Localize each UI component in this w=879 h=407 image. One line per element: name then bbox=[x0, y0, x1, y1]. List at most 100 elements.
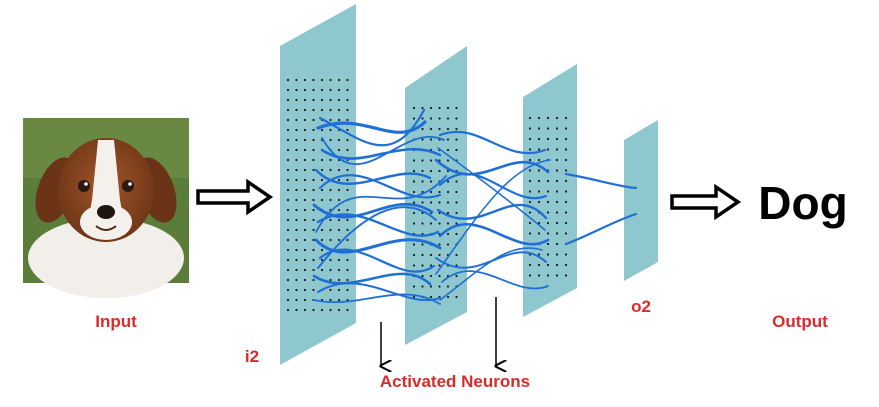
layer-hidden-1-neuron-dot bbox=[455, 127, 458, 131]
layer-i2-neuron-dot bbox=[295, 168, 298, 172]
layer-hidden-1-neuron-dot bbox=[446, 138, 450, 141]
layer-hidden-1-neuron-dot bbox=[438, 169, 441, 173]
layer-i2-neuron-dot bbox=[329, 188, 332, 192]
layer-i2-neuron-dot bbox=[329, 218, 332, 222]
layer-i2-neuron-dot bbox=[320, 248, 324, 252]
layer-i2-neuron-dot bbox=[337, 118, 341, 122]
layer-hidden-2-neuron-dot bbox=[528, 158, 532, 162]
layer-hidden-1-neuron-dot bbox=[455, 253, 458, 257]
layer-i2-neuron-dot bbox=[329, 168, 332, 172]
layer-i2-neuron-dot bbox=[295, 298, 298, 302]
layer-i2-neuron-dot bbox=[295, 288, 298, 292]
layer-hidden-2-neuron-dot bbox=[564, 211, 568, 214]
layer-hidden-2-neuron-dot bbox=[528, 127, 532, 130]
layer-hidden-2-neuron-dot bbox=[528, 137, 532, 141]
layer-hidden-1-neuron-dot bbox=[446, 159, 450, 162]
layer-hidden-1-neuron-dot bbox=[412, 264, 416, 267]
connection-line bbox=[435, 159, 551, 275]
layer-hidden-2-neuron-dot bbox=[537, 137, 541, 141]
layer-hidden-2-neuron-dot bbox=[546, 148, 550, 151]
layer-i2-neuron-dot bbox=[295, 238, 298, 242]
layer-i2-neuron-dot bbox=[346, 98, 349, 102]
layer-hidden-2-neuron-dot bbox=[555, 263, 559, 267]
layer-hidden-1-neuron-dot bbox=[438, 253, 441, 257]
layer-hidden-1-neuron-dot bbox=[421, 169, 424, 173]
layer-hidden-1-neuron-dot bbox=[446, 232, 450, 236]
layer-hidden-2-neuron-dot bbox=[555, 169, 559, 172]
layer-i2-neuron-dot bbox=[286, 128, 290, 132]
layer-i2-neuron-dot bbox=[286, 188, 290, 192]
connection-line bbox=[316, 213, 440, 237]
layer-hidden-2-neuron-dot bbox=[546, 263, 550, 267]
layer-i2-neuron-dot bbox=[329, 308, 332, 312]
layer-i2-neuron-dot bbox=[337, 98, 341, 102]
layer-hidden-1-neuron-dot bbox=[455, 211, 458, 215]
layer-hidden-2-neuron-dot bbox=[564, 253, 568, 256]
layer-hidden-1-neuron-dot bbox=[455, 148, 458, 152]
layer-hidden-1-neuron-dot bbox=[455, 222, 458, 225]
layer-i2-neuron-dot bbox=[346, 208, 349, 212]
layer-hidden-1-neuron-dot bbox=[446, 201, 450, 204]
layer-hidden-1-neuron-dot bbox=[421, 127, 424, 131]
layer-hidden-1-neuron-dot bbox=[421, 117, 424, 120]
layer-i2-neuron-dot bbox=[295, 148, 298, 152]
connection-line bbox=[439, 247, 543, 301]
layer-i2-neuron-dot bbox=[337, 198, 341, 202]
layer-i2-neuron-dot bbox=[346, 148, 349, 152]
layer-i2-neuron-dot bbox=[329, 138, 332, 142]
layer-i2-neuron-dot bbox=[303, 308, 307, 312]
input-image bbox=[23, 118, 189, 298]
layer-i2-neuron-dot bbox=[286, 168, 290, 172]
layer-hidden-1-neuron-dot bbox=[446, 117, 450, 120]
layer-i2-neuron-dot bbox=[286, 178, 290, 182]
layer-i2-neuron-dot bbox=[286, 248, 290, 252]
layer-i2-neuron-dot bbox=[286, 238, 290, 242]
layer-i2-neuron-dot bbox=[320, 158, 324, 162]
layer-i2-neuron-dot bbox=[312, 118, 315, 122]
layer-i2-neuron-dot bbox=[320, 228, 324, 232]
connection-line bbox=[441, 270, 549, 290]
layer-hidden-1-neuron-dot bbox=[429, 159, 433, 162]
layer-hidden-1-neuron-dot bbox=[421, 253, 424, 257]
layer-hidden-2-neuron-dot bbox=[564, 116, 568, 120]
layer-i2-neuron-dot bbox=[312, 228, 315, 232]
layer-hidden-1-neuron-dot bbox=[429, 106, 433, 110]
layer-hidden-2-neuron-dot bbox=[537, 200, 541, 204]
layer-hidden-1-neuron-dot bbox=[421, 201, 424, 204]
layer-hidden-1-neuron-dot bbox=[438, 201, 441, 204]
layer-hidden-2-neuron-dot bbox=[555, 127, 559, 130]
layer-hidden-1-neuron-dot bbox=[429, 264, 433, 267]
layer-hidden-2-neuron-dot bbox=[564, 232, 568, 235]
layer-i2-neuron-dot bbox=[337, 208, 341, 212]
layer-hidden-1-neuron-dot bbox=[446, 243, 450, 246]
layer-hidden-2-neuron-dot bbox=[555, 116, 559, 120]
layer-i2-neuron-dot bbox=[295, 98, 298, 102]
layer-i2-neuron-dot bbox=[337, 308, 341, 312]
layer-i2-neuron-dot bbox=[337, 288, 341, 292]
layer-hidden-2-neuron-dot bbox=[546, 190, 550, 193]
layer-i2-neuron-dot bbox=[312, 168, 315, 172]
layer-i2-neuron-dot bbox=[346, 288, 349, 292]
layer-i2-neuron-dot bbox=[320, 188, 324, 192]
layer-hidden-1-neuron-dot bbox=[421, 264, 424, 267]
layer-i2-neuron-dot bbox=[303, 228, 307, 232]
layer-i2-neuron-dot bbox=[303, 248, 307, 252]
layer-i2-neuron-dot bbox=[337, 228, 341, 232]
layer-hidden-1-neuron-dot bbox=[455, 138, 458, 141]
layer-hidden-1-neuron-dot bbox=[412, 285, 416, 288]
layer-i2-neuron-dot bbox=[303, 288, 307, 292]
layer-i2-neuron-dot bbox=[346, 268, 349, 272]
layer-hidden-2-neuron-dot bbox=[528, 232, 532, 235]
layer-hidden-2-neuron-dot bbox=[528, 179, 532, 183]
layer-i2-neuron-dot bbox=[337, 298, 341, 302]
layer-i2-neuron-dot bbox=[346, 168, 349, 172]
layer-i2-neuron-dot bbox=[303, 128, 307, 132]
layer-hidden-2-neuron-dot bbox=[564, 263, 568, 267]
layer-i2-neuron-dot bbox=[312, 188, 315, 192]
layer-i2-neuron-dot bbox=[312, 128, 315, 132]
layer-hidden-2-neuron-dot bbox=[564, 179, 568, 183]
layer-hidden-1-neuron-dot bbox=[446, 190, 450, 194]
layer-hidden-2-neuron-dot bbox=[537, 116, 541, 120]
layer-hidden-1-neuron-dot bbox=[455, 117, 458, 120]
layer-i2-neuron-dot bbox=[286, 158, 290, 162]
